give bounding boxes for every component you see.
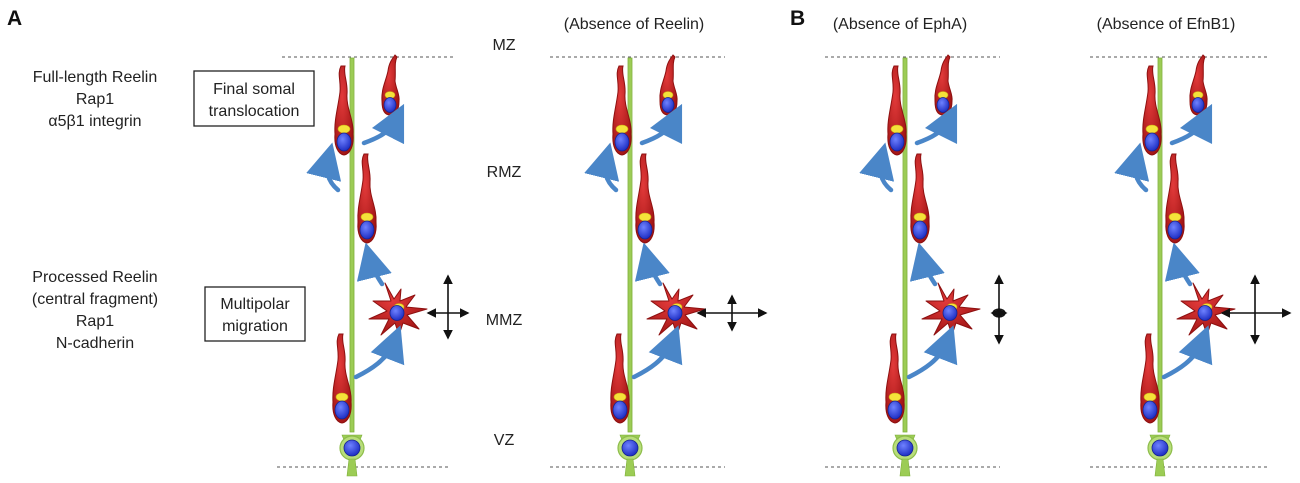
movement-cross-control	[426, 274, 470, 340]
box-final-somal-translocation: Final somal translocation	[193, 70, 315, 127]
title-absence-efnb1: (Absence of EfnB1)	[1097, 16, 1236, 33]
label-central-fragment: (central fragment)	[32, 291, 158, 308]
box-multipolar-line2: migration	[222, 318, 288, 335]
label-rap1-lower: Rap1	[76, 313, 114, 330]
zone-label-rmz: RMZ	[487, 164, 522, 181]
box-multipolar-migration: Multipolar migration	[204, 286, 306, 342]
zone-label-mz: MZ	[492, 37, 515, 54]
upper-molecule-labels: Full-length Reelin Rap1 α5β1 integrin	[33, 69, 158, 130]
label-n-cadherin: N-cadherin	[56, 335, 134, 352]
label-rap1-upper: Rap1	[76, 91, 114, 108]
title-absence-epha: (Absence of EphA)	[833, 16, 967, 33]
panel-letter-b: B	[790, 7, 805, 30]
box-final-somal-line1: Final somal	[213, 81, 295, 98]
movement-cross-no-reelin	[696, 294, 768, 332]
title-absence-reelin: (Absence of Reelin)	[564, 16, 705, 33]
zone-label-vz: VZ	[494, 432, 515, 449]
label-a5b1-integrin: α5β1 integrin	[48, 113, 141, 130]
migration-column-control	[327, 55, 427, 476]
movement-cross-no-efnb1	[1220, 274, 1292, 345]
box-multipolar-line1: Multipolar	[220, 296, 290, 313]
lower-molecule-labels: Processed Reelin (central fragment) Rap1…	[32, 269, 158, 352]
label-full-length-reelin: Full-length Reelin	[33, 69, 158, 86]
movement-cross-no-epha	[990, 274, 1008, 345]
box-final-somal-line2: translocation	[209, 103, 300, 120]
panel-letter-a: A	[7, 7, 22, 30]
label-processed-reelin: Processed Reelin	[32, 269, 157, 286]
migration-column-no-efnb1	[1135, 55, 1235, 476]
zone-label-mmz: MMZ	[486, 312, 523, 329]
migration-column-no-reelin	[605, 55, 705, 476]
migration-column-no-epha	[880, 55, 980, 476]
